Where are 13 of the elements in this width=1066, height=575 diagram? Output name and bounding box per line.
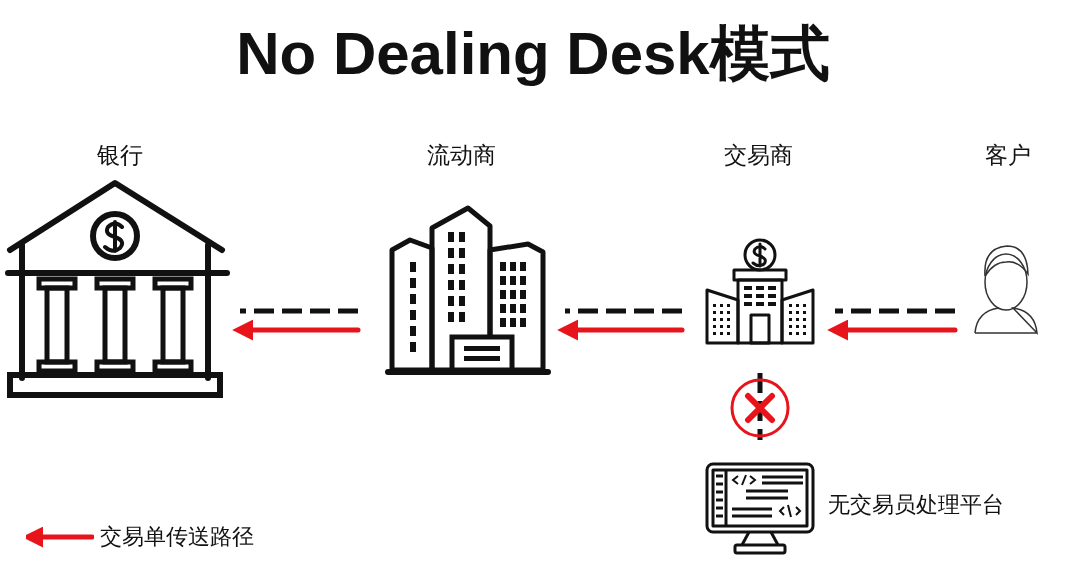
column-heading: 交易商 [724,141,793,170]
column-heading: 客户 [984,141,1031,170]
dashed-line [240,308,358,314]
dashed-line [565,308,682,314]
legend-text: 交易单传送路径 [100,523,254,551]
title: No Dealing Desk模式 [235,19,831,89]
arrow [827,319,958,341]
platform-label: 无交易员处理平台 [828,491,1004,519]
arrow [557,319,685,341]
column-heading: 流动商 [427,141,496,170]
column-heading: 银行 [97,141,143,170]
arrow [232,319,361,341]
dashed-line [835,308,955,314]
